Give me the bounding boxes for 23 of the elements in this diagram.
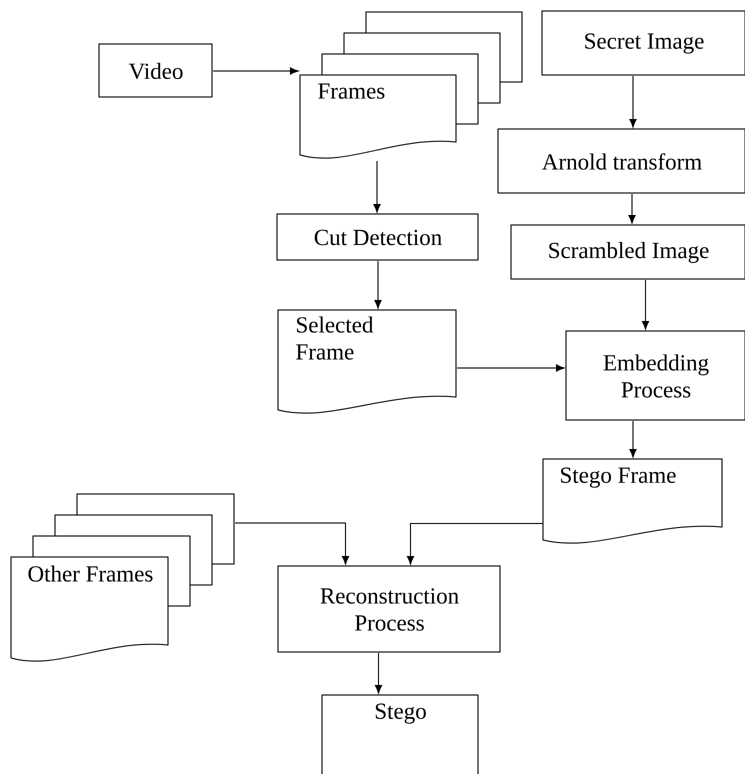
document-stack: Other Frames — [10, 494, 234, 662]
arrow — [212, 67, 299, 75]
arrow — [629, 420, 637, 458]
arrow — [406, 523, 544, 565]
process-box: Scrambled Image — [510, 224, 745, 280]
document-stack: Frames — [300, 12, 522, 159]
arrow — [373, 160, 381, 213]
arrow — [374, 652, 382, 694]
process-box: Secret Image — [542, 10, 745, 76]
document-box: Stego Frame — [542, 458, 722, 544]
arrow — [629, 76, 637, 128]
arrow — [628, 194, 636, 224]
process-box: Stego — [322, 694, 478, 774]
arrow — [374, 260, 382, 309]
process-box: Cut Detection — [276, 214, 478, 260]
document-box: Selected Frame — [278, 310, 456, 414]
arrow — [642, 280, 650, 330]
process-box: Video — [98, 44, 212, 98]
arrow — [456, 364, 565, 372]
process-box: Embedding Process — [566, 330, 745, 420]
process-box: Arnold transform — [498, 128, 745, 194]
process-box: Reconstruction Process — [278, 566, 500, 652]
arrow — [234, 522, 350, 565]
